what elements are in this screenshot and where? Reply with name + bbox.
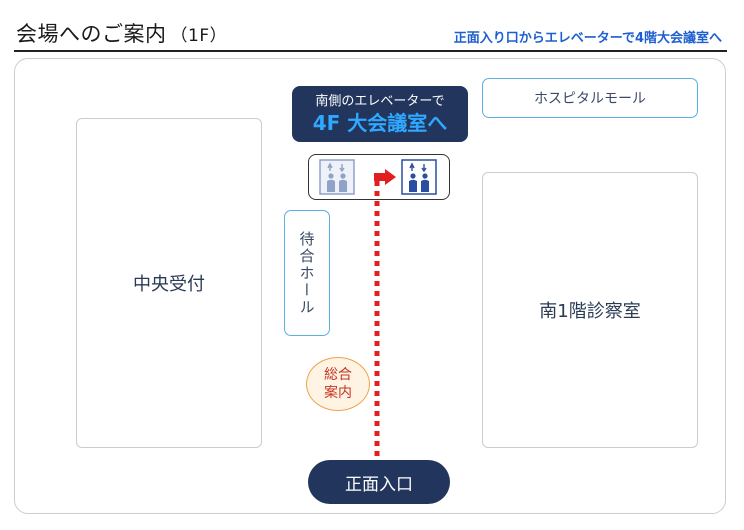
floor-outline [14, 58, 726, 514]
elevator-notice-callout: 南側のエレベーターで 4F 大会議室へ [292, 86, 468, 142]
central-reception-room: 中央受付 [76, 118, 262, 448]
notice-line-1: 南側のエレベーターで [315, 94, 445, 109]
hospital-mall-area: ホスピタルモール [482, 78, 698, 118]
general-info-desk: 総合 案内 [306, 357, 370, 411]
general-info-line-1: 総合 [324, 367, 352, 383]
south-clinic-label: 南1階診察室 [539, 301, 641, 322]
elevator-icon [319, 159, 355, 195]
hospital-mall-label: ホスピタルモール [534, 91, 646, 107]
waiting-hall-label: 待合ホール [297, 230, 316, 316]
route-subtitle: 正面入り口からエレベーターで4階大会議室へ [453, 31, 722, 46]
south-clinic-room: 南1階診察室 [482, 172, 698, 448]
central-reception-label: 中央受付 [133, 274, 205, 295]
page-title: 会場へのご案内（1F） [16, 18, 227, 48]
notice-line-2: 4F 大会議室へ [312, 111, 448, 135]
title-text: 会場へのご案内 [16, 22, 167, 46]
waiting-hall-area: 待合ホール [284, 210, 330, 336]
title-divider [14, 50, 727, 52]
elevator-icon [401, 159, 437, 195]
main-entrance: 正面入口 [308, 460, 450, 504]
floor-label: （1F） [170, 26, 228, 46]
main-entrance-label: 正面入口 [345, 474, 413, 495]
general-info-line-2: 案内 [324, 385, 352, 401]
arrow-right-icon [374, 169, 396, 185]
